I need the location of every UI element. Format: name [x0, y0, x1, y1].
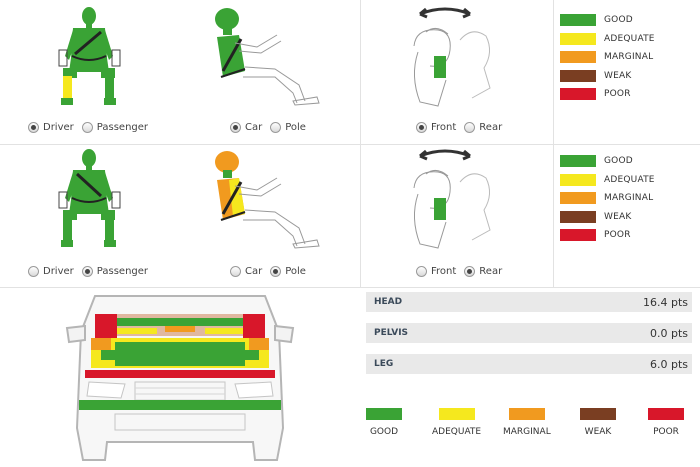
legend-item-poor-2: POOR	[560, 226, 655, 245]
whiplash-seat-front	[413, 7, 491, 107]
legend-swatch-poor-2	[560, 229, 596, 242]
score-value-leg: 6.0 pts	[649, 357, 688, 371]
legend-swatch-marginal	[560, 51, 596, 64]
divider-horizontal-bottom	[0, 287, 700, 288]
radio-passenger-label[interactable]: Passenger	[96, 122, 149, 133]
bottom-legend-poor: POOR	[648, 408, 684, 437]
pedestrian-car-front-view	[65, 295, 295, 461]
frontal-dummy-passenger	[58, 149, 121, 247]
score-row-leg: LEG 6.0 pts	[366, 354, 692, 374]
radio-rear-label[interactable]: Rear	[479, 122, 503, 133]
radio-passenger-2[interactable]	[81, 266, 93, 277]
radio-front-2[interactable]	[416, 266, 427, 277]
radio-rear[interactable]	[464, 122, 476, 133]
side-dummy-car	[215, 8, 320, 106]
legend-item-adequate: ADEQUATE	[560, 30, 655, 49]
legend-item-marginal-2: MARGINAL	[560, 189, 655, 208]
bottom-legend-marginal: MARGINAL	[503, 408, 551, 437]
rating-legend-top: GOOD ADEQUATE MARGINAL WEAK POOR	[560, 11, 655, 104]
radio-rear-2[interactable]	[464, 266, 476, 277]
whiplash-seat-rear	[413, 149, 491, 249]
legend-swatch-adequate	[560, 32, 596, 45]
legend-swatch-adequate-2	[560, 173, 596, 186]
legend-item-poor: POOR	[560, 85, 655, 104]
score-row-head: HEAD 16.4 pts	[366, 292, 692, 312]
radio-front-2-label[interactable]: Front	[431, 266, 457, 277]
legend-item-weak-2: WEAK	[560, 208, 655, 227]
side-dummy-pole	[215, 151, 320, 249]
radio-pole[interactable]	[270, 122, 282, 133]
score-value-pelvis: 0.0 pts	[649, 326, 688, 340]
legend-swatch-marginal-2	[560, 192, 596, 205]
score-label-leg: LEG	[374, 359, 394, 369]
radio-pole-2-label[interactable]: Pole	[285, 266, 306, 277]
legend-item-marginal: MARGINAL	[560, 48, 655, 67]
radio-car[interactable]	[230, 122, 241, 133]
score-label-head: HEAD	[374, 297, 403, 307]
radio-driver-2-label[interactable]: Driver	[43, 266, 74, 277]
radio-car-2-label[interactable]: Car	[245, 266, 263, 277]
legend-item-good: GOOD	[560, 11, 655, 30]
radio-passenger-2-label[interactable]: Passenger	[96, 266, 149, 277]
radio-passenger[interactable]	[81, 122, 93, 133]
legend-swatch-poor	[560, 88, 596, 101]
divider-vertical-legend	[553, 0, 554, 287]
radio-driver-label[interactable]: Driver	[43, 122, 74, 133]
radio-rear-2-label[interactable]: Rear	[479, 266, 503, 277]
radio-car-2[interactable]	[230, 266, 241, 277]
divider-horizontal	[0, 144, 700, 145]
legend-item-weak: WEAK	[560, 67, 655, 86]
score-label-pelvis: PELVIS	[374, 328, 409, 338]
score-value-head: 16.4 pts	[642, 295, 688, 309]
bottom-legend-weak: WEAK	[580, 408, 616, 437]
bottom-legend-good: GOOD	[366, 408, 402, 437]
score-row-pelvis: PELVIS 0.0 pts	[366, 323, 692, 343]
radio-front-label[interactable]: Front	[431, 122, 457, 133]
radio-front[interactable]	[416, 122, 427, 133]
radio-pole-2[interactable]	[270, 266, 282, 277]
legend-swatch-weak	[560, 69, 596, 82]
radio-car-label[interactable]: Car	[245, 122, 263, 133]
legend-swatch-weak-2	[560, 210, 596, 223]
rating-legend-middle: GOOD ADEQUATE MARGINAL WEAK POOR	[560, 152, 655, 245]
legend-item-good-2: GOOD	[560, 152, 655, 171]
legend-item-adequate-2: ADEQUATE	[560, 171, 655, 190]
radio-pole-label[interactable]: Pole	[285, 122, 306, 133]
legend-swatch-good	[560, 14, 596, 27]
radio-driver[interactable]	[28, 122, 39, 133]
divider-vertical	[360, 0, 361, 287]
bottom-legend-adequate: ADEQUATE	[432, 408, 481, 437]
legend-swatch-good-2	[560, 155, 596, 168]
radio-driver-2[interactable]	[28, 266, 39, 277]
frontal-dummy-driver	[58, 7, 121, 105]
